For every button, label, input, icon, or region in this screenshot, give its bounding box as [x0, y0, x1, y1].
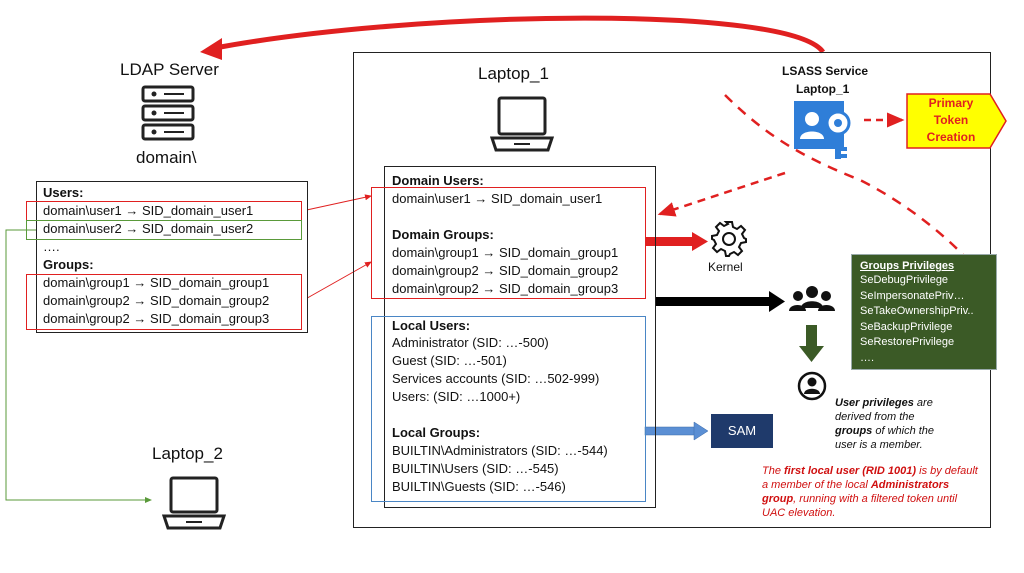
- lsass-dashed-arc: [724, 94, 969, 261]
- red-note-a1c: is by default: [916, 465, 978, 477]
- local-group-row: BUILTIN\Administrators (SID: …-544): [392, 443, 608, 458]
- privilege-item: SeBackupPrivilege: [860, 320, 953, 333]
- red-note-a3b: group: [762, 493, 794, 505]
- sam-box: SAM: [711, 414, 773, 448]
- note-line2: derived from the: [835, 411, 915, 423]
- domain-label: domain\: [136, 148, 197, 167]
- privilege-item: SeDebugPrivilege: [860, 274, 949, 286]
- local-users-header: Local Users:: [392, 318, 471, 333]
- privilege-item: SeRestorePrivilege: [860, 336, 955, 348]
- note-line4: user is a member.: [835, 439, 923, 451]
- laptop1-directory-box: [384, 166, 656, 508]
- ldap-query-arrow: [214, 15, 826, 54]
- gear-icon: [711, 221, 747, 257]
- lsass-title: LSASS Service: [782, 64, 869, 78]
- privilege-item: SeTakeOwnershipPriv..: [860, 305, 974, 317]
- primary-token-line3: Creation: [926, 130, 976, 144]
- primary-token-shape: [906, 93, 1007, 149]
- ldap-query-arrowhead: [200, 38, 222, 60]
- ldap-group-row: domain\group2 → SID_domain_group3: [43, 311, 270, 326]
- domain-group-row: domain\group2 → SID_domain_group2: [392, 263, 619, 278]
- red-note-a1b: first local user (RID 1001): [784, 465, 917, 477]
- groups-privileges-panel: Groups Privileges SeDebugPrivilege SeImp…: [851, 254, 997, 370]
- note-of-which: of which the: [872, 425, 935, 437]
- ldap-group-row: domain\group2 → SID_domain_group2: [43, 293, 270, 308]
- first-local-user-note: The first local user (RID 1001) is by de…: [762, 464, 978, 520]
- domain-users-header: Domain Users:: [392, 173, 484, 188]
- red-note-a3c: , running with a filtered token until: [793, 493, 958, 505]
- local-accounts-highlight: [371, 316, 646, 502]
- red-note-a1: The: [762, 465, 785, 477]
- sam-label: SAM: [727, 423, 757, 438]
- privilege-item: SeImpersonatePriv…: [860, 289, 965, 302]
- domain-user-row: domain\user1 → SID_domain_user1: [392, 191, 603, 206]
- local-user-row: Guest (SID: …-501): [392, 353, 507, 368]
- group-users-icon: [789, 286, 835, 311]
- privilege-item: ….: [860, 351, 875, 364]
- primary-token-label: Primary Token Creation: [908, 95, 994, 146]
- laptop-icon: [490, 96, 554, 152]
- ldap-directory-box: [36, 181, 308, 333]
- laptop2-title: Laptop_2: [152, 444, 223, 463]
- domain-groups-header: Domain Groups:: [392, 227, 494, 242]
- laptop1-title: Laptop_1: [478, 64, 549, 83]
- user-privileges-note: User privileges are derived from the gro…: [835, 396, 934, 452]
- server-icon: [141, 85, 195, 141]
- ldap-group-row: domain\group1 → SID_domain_group1: [43, 275, 270, 290]
- domain-accounts-highlight: [371, 187, 646, 299]
- ldap-users-header: Users:: [43, 185, 84, 200]
- lsass-key-icon: [794, 101, 851, 159]
- red-note-a2b: Administrators: [870, 479, 950, 491]
- note-user-privileges: User privileges: [835, 397, 914, 409]
- ldap-user-row: domain\user2 → SID_domain_user2: [43, 221, 254, 236]
- local-group-row: BUILTIN\Guests (SID: …-546): [392, 479, 566, 494]
- local-groups-header: Local Groups:: [392, 425, 481, 440]
- domain-group-row: domain\group2 → SID_domain_group3: [392, 281, 619, 296]
- note-groups: groups: [835, 425, 873, 437]
- local-user-row: Users: (SID: …1000+): [392, 389, 521, 404]
- ldap-ellipsis: ….: [43, 239, 60, 254]
- local-user-row: Services accounts (SID: …502-999): [392, 371, 600, 386]
- user2-highlight: [26, 220, 302, 240]
- primary-token-line2: Token: [933, 113, 969, 127]
- note-are: are: [913, 397, 933, 409]
- local-group-row: BUILTIN\Users (SID: …-545): [392, 461, 559, 476]
- kernel-label: Kernel: [708, 260, 743, 274]
- lsass-subtitle: Laptop_1: [796, 82, 850, 96]
- laptop-icon: [162, 476, 226, 530]
- domain-group-row: domain\group1 → SID_domain_group1: [392, 245, 619, 260]
- ldap-server-title: LDAP Server: [120, 60, 219, 79]
- user-icon: [797, 371, 827, 401]
- red-note-a2: a member of the local: [762, 479, 871, 491]
- primary-token-line1: Primary: [928, 96, 974, 110]
- local-user-row: Administrator (SID: …-500): [392, 335, 549, 350]
- groups-highlight: [26, 274, 302, 330]
- ldap-groups-header: Groups:: [43, 257, 94, 272]
- groups-privileges-header: Groups Privileges: [860, 260, 955, 272]
- ldap-user-row: domain\user1 → SID_domain_user1: [43, 203, 254, 218]
- red-note-a4: UAC elevation.: [762, 507, 836, 519]
